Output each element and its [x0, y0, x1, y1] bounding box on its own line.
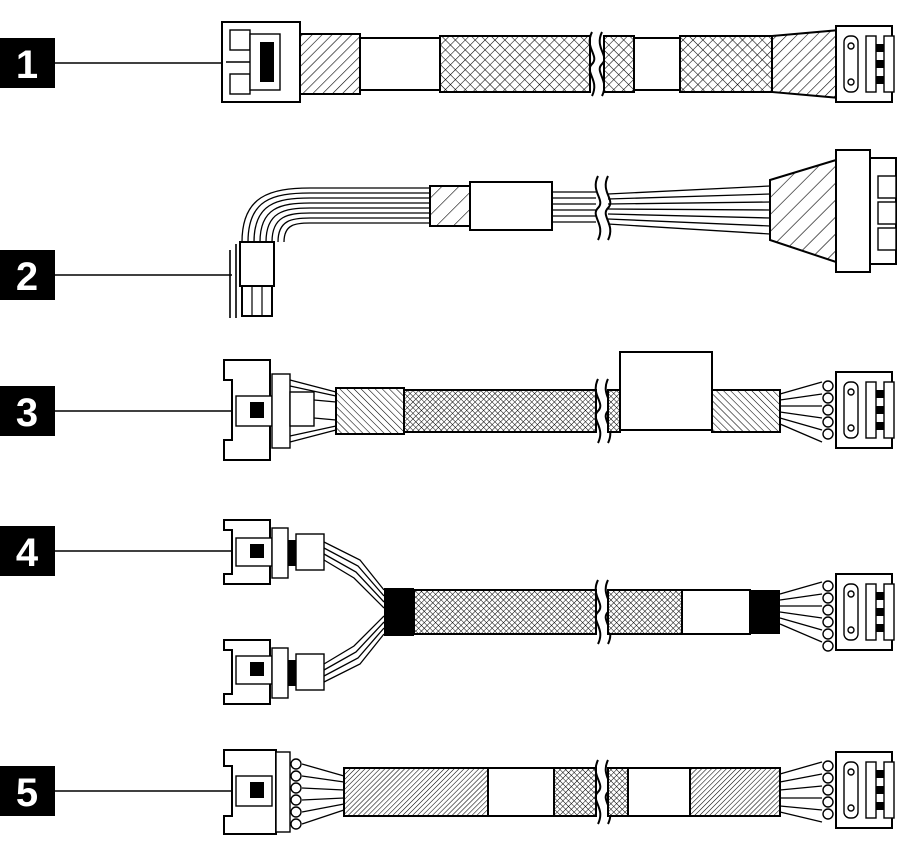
cable-sleeve — [769, 158, 837, 264]
callout-4: 4 — [0, 526, 55, 576]
cable-1: 1 — [0, 21, 895, 103]
cable-sleeve — [343, 767, 489, 817]
cable-2: 2 — [0, 149, 897, 318]
cable-label-band — [359, 37, 441, 91]
callout-5: 5 — [0, 766, 55, 816]
cable-5: 5 — [0, 749, 895, 835]
bent-wires — [241, 187, 430, 243]
sas-power-connector-icon — [835, 25, 895, 103]
dual-mcio-latch-connector-icon — [223, 519, 325, 705]
slimsas-latch-connector-icon — [223, 749, 291, 835]
sas-power-connector-icon — [835, 751, 895, 829]
braided-sleeve — [413, 589, 597, 635]
backplane-power-connector-icon — [835, 149, 897, 273]
mcio-latch-connector-icon — [223, 359, 315, 461]
cable-label-band — [487, 767, 555, 817]
svg-text:3: 3 — [16, 391, 38, 435]
cable-4: 4 — [0, 519, 895, 705]
cable-label-band — [469, 181, 553, 231]
cable-3: 3 — [0, 351, 895, 461]
right-angle-power-connector-icon — [229, 241, 275, 318]
braided-sleeve — [439, 35, 591, 93]
callout-2: 2 — [0, 250, 55, 300]
svg-text:5: 5 — [16, 771, 38, 815]
slimline-connector-icon — [221, 21, 301, 103]
cable-label-band — [681, 589, 751, 635]
braided-sleeve — [403, 389, 597, 433]
cable-sleeve — [299, 33, 361, 95]
callout-3: 3 — [0, 386, 55, 436]
svg-text:1: 1 — [16, 43, 38, 87]
cable-label-band — [619, 351, 713, 431]
svg-text:4: 4 — [16, 531, 39, 575]
cable-sleeve — [771, 28, 841, 100]
svg-text:2: 2 — [16, 255, 38, 299]
callout-1: 1 — [0, 38, 55, 88]
cable-sleeve — [335, 387, 405, 435]
cable-junction — [384, 588, 414, 636]
sas-power-connector-icon — [835, 573, 895, 651]
braided-sleeve — [553, 767, 597, 817]
sas-power-connector-icon — [835, 371, 895, 449]
